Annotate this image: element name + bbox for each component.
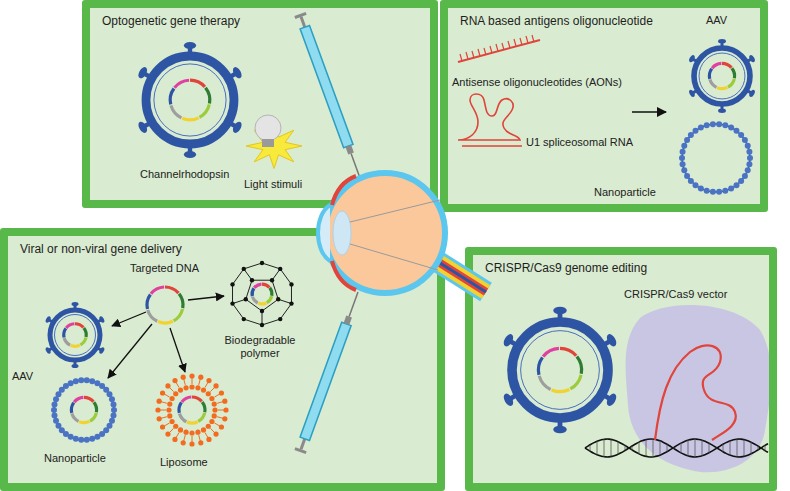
dna-helix [585, 439, 768, 457]
plasmid [70, 396, 98, 424]
cornea [318, 205, 330, 261]
stimulus-label: Light stimuli [244, 178, 302, 191]
vector-label: Biodegradable polymer [212, 334, 308, 359]
aon-strand [458, 40, 540, 62]
u1-rna [458, 94, 522, 146]
vector-label: Liposome [160, 456, 208, 469]
protein-label: Channelrhodopsin [140, 168, 229, 181]
plasmid [537, 347, 583, 393]
plasmid [250, 282, 273, 305]
molecule-label: Antisense oligonucleotides (AONs) [452, 76, 622, 89]
nanoparticle [679, 121, 753, 195]
vector-label: Nanoparticle [44, 452, 106, 465]
arrow [632, 111, 666, 113]
guide-rna [655, 345, 736, 440]
syringe [294, 12, 365, 180]
vector-label: CRISPR/Cas9 vector [624, 288, 727, 301]
panel-title: RNA based antigens oligonucleotide [460, 14, 653, 28]
plasmid [62, 322, 88, 348]
molecule-label: U1 spliceosomal RNA [526, 136, 633, 149]
plasmid [145, 285, 184, 324]
dna-label: Targeted DNA [130, 262, 199, 275]
syringe [294, 290, 363, 454]
aav-vector [137, 42, 244, 158]
liposome [155, 373, 228, 446]
vector-label: Nanoparticle [594, 186, 656, 199]
plasmid [708, 62, 736, 90]
nanoparticle [51, 377, 117, 443]
eyeball [325, 173, 445, 293]
retina [332, 176, 356, 290]
aav-vector [688, 39, 756, 113]
vector-label: AAV [706, 14, 727, 27]
aon-strand-teeth [460, 35, 534, 61]
aav-vector [502, 307, 618, 434]
delivery-arrows [108, 296, 224, 378]
plasmid [177, 395, 206, 424]
panel: RNA based antigens oligonucleotide [440, 0, 768, 212]
vector-label: AAV [12, 370, 33, 383]
lens [333, 211, 351, 255]
panel-fills [4, 4, 773, 487]
panel: CRISPR/Cas9 genome editing [465, 247, 777, 491]
panel-title: Viral or non-viral gene delivery [20, 242, 182, 256]
cas9-protein [626, 305, 772, 472]
plasmid [169, 79, 212, 122]
panel-title: CRISPR/Cas9 genome editing [485, 261, 647, 275]
panel-title: Optogenetic gene therapy [102, 14, 240, 28]
aav-vector [45, 302, 106, 368]
light-path [350, 200, 440, 270]
biodegradable-polymer [230, 261, 293, 327]
light-bulb [246, 115, 302, 168]
